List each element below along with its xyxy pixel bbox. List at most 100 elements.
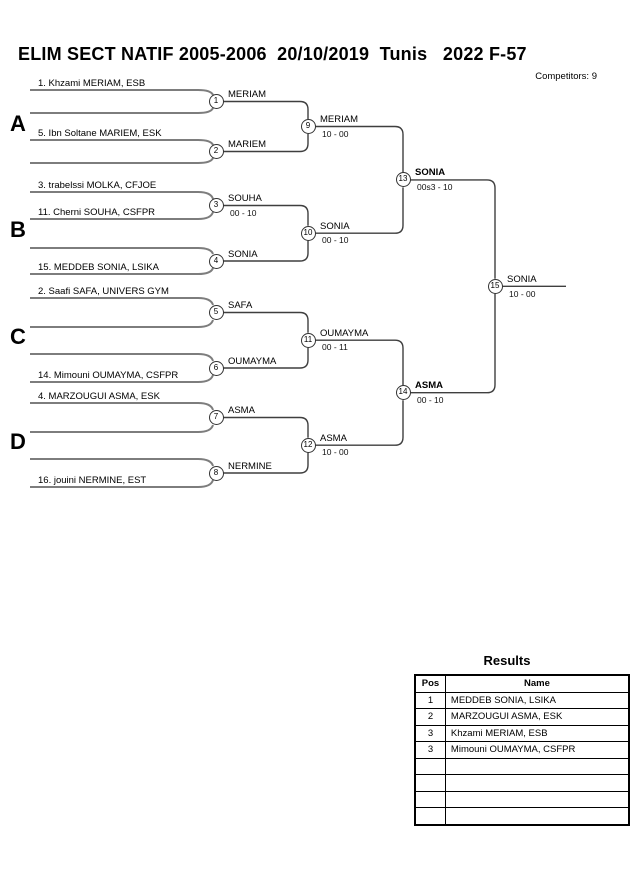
bracket-line [30,458,214,467]
name-cell: Mimouni OUMAYMA, CSFPR [444,741,630,759]
winner-name: NERMINE [228,460,272,472]
name-cell [444,790,630,808]
column-header-pos: Pos [414,674,446,693]
bracket-line [30,374,214,383]
bracket-line [30,211,214,220]
match-number: 1 [208,94,224,109]
pos-cell [414,807,446,825]
match-score: 00s3 - 10 [417,182,453,192]
match-number: 4 [208,253,224,269]
match-number: 3 [208,198,224,213]
bracket-line [223,100,309,119]
bracket-line [30,479,214,488]
bracket-line [315,400,404,446]
bracket-line [30,191,214,200]
bracket-line [30,297,214,306]
winner-name: ASMA [415,380,443,391]
winner-name: SONIA [320,220,350,232]
winner-name: MARIEM [228,139,266,150]
match-number: 2 [208,144,224,159]
table-row: 1 MEDDEB SONIA, LSIKA [414,691,630,709]
winner-name: SONIA [507,273,537,285]
bracket-line [223,311,309,333]
name-cell: Khzami MERIAM, ESB [444,724,630,742]
bracket-line [223,204,309,226]
pos-cell [414,774,446,792]
bracket-line [30,424,214,433]
name-cell [444,774,630,792]
match-number: 7 [208,410,224,425]
player-name: 2. Saafi SAFA, UNIVERS GYM [38,286,169,297]
winner-name: SONIA [415,167,446,178]
table-row [414,757,630,775]
results-heading: Results [483,653,531,668]
match-number: 6 [208,360,224,376]
name-cell [444,757,630,775]
bracket-line [30,402,214,411]
bracket-line [30,107,214,114]
player-name: 11. Cherni SOUHA, CSFPR [38,207,156,218]
pos-cell: 3 [414,724,446,742]
match-score: 10 - 00 [322,128,349,139]
table-row: 3 Mimouni OUMAYMA, CSFPR [414,741,630,759]
name-cell [444,807,630,825]
name-cell: MARZOUGUI ASMA, ESK [444,708,630,726]
group-label-c: C [10,324,26,349]
match-score: 10 - 00 [509,288,536,299]
bracket-line [223,452,309,474]
winner-name: ASMA [320,432,347,444]
bracket-line [30,353,214,362]
group-label-b: B [10,217,26,242]
results-header-row: Pos Name [414,674,630,693]
match-score: 00 - 10 [230,207,257,218]
match-number: 13 [395,172,411,188]
bracket-line [410,293,496,394]
match-number: 12 [300,437,316,453]
pos-cell: 3 [414,741,446,759]
table-row [414,807,630,825]
bracket-line [223,134,309,153]
player-name: 16. jouini NERMINE, EST [38,475,147,486]
results-table: Pos Name 1 MEDDEB SONIA, LSIKA 2 MARZOUG… [414,674,630,826]
winner-name: MERIAM [320,114,358,125]
table-row: 2 MARZOUGUI ASMA, ESK [414,708,630,726]
bracket-line [30,157,214,164]
bracket-line [223,240,309,262]
winner-name: OUMAYMA [228,355,277,367]
player-name: 1. Khzami MERIAM, ESB [38,78,146,89]
winner-name: OUMAYMA [320,327,369,339]
match-number: 15 [487,278,503,294]
table-row [414,790,630,808]
competitors-count: Competitors: 9 [535,71,597,82]
match-number: 8 [208,465,224,481]
bracket-line [30,267,214,275]
table-row: 3 Khzami MERIAM, ESB [414,724,630,742]
bracket-line [30,139,214,146]
match-number: 10 [300,225,316,241]
match-score: 00 - 11 [322,342,348,352]
winner-name: SAFA [228,300,253,311]
bracket-line [30,89,214,96]
group-label-a: A [10,111,26,136]
bracket-line [410,179,496,279]
bracket-line [315,339,404,386]
table-row [414,774,630,792]
winner-lines [223,100,566,474]
bracket-line [223,416,309,438]
player-name: 5. Ibn Soltane MARIEM, ESK [38,128,162,139]
bracket-line [315,125,404,173]
pos-cell: 1 [414,691,446,709]
player-name: 4. MARZOUGUI ASMA, ESK [38,391,160,402]
match-score: 10 - 00 [322,447,349,457]
match-number: 9 [300,119,316,134]
name-cell: MEDDEB SONIA, LSIKA [444,691,630,709]
bracket-line [315,187,404,234]
match-number: 14 [395,385,411,401]
pos-cell: 2 [414,708,446,726]
pos-cell [414,790,446,808]
player-name: 15. MEDDEB SONIA, LSIKA [38,262,159,273]
match-score: 00 - 10 [322,235,349,245]
bracket-line [30,319,214,328]
